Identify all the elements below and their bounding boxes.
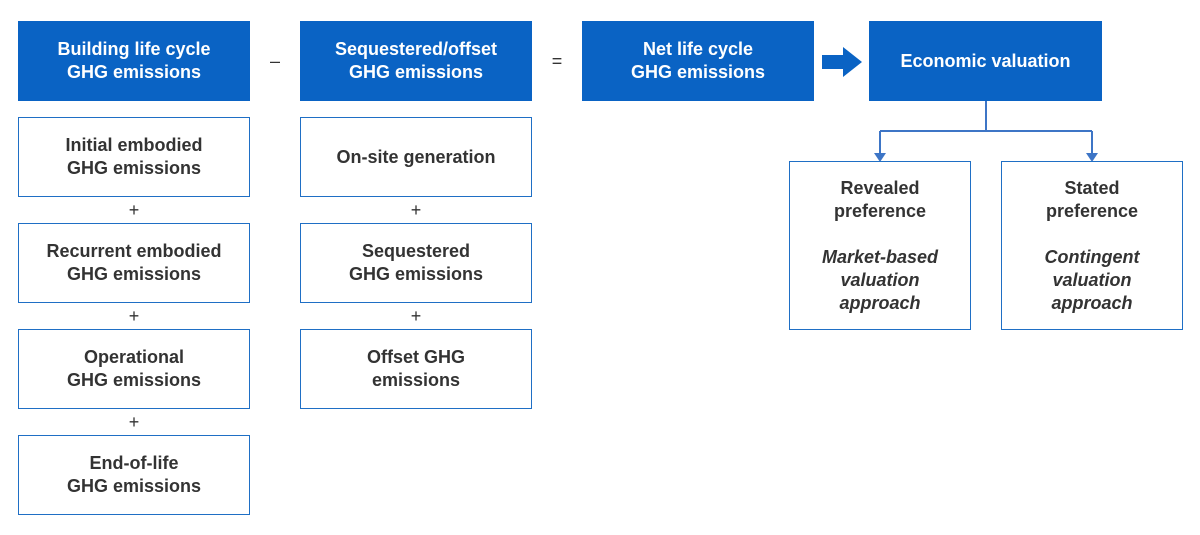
header-economic-line-1: Economic valuation [900,50,1071,71]
header-sequestered-line-2: GHG emissions [348,62,484,82]
revealed-title-line-1: Revealed [840,177,920,198]
arrow-down-icon [874,153,886,162]
stated-title-line-2: preference [1045,200,1139,221]
initial-embodied-line-1: Initial embodied [65,135,203,155]
stated-approach-line-2: valuation [1052,269,1132,290]
recurrent-embodied-box: Recurrent embodied GHG emissions [18,223,250,303]
header-net-life-cycle: Net life cycle GHG emissions [582,21,814,101]
revealed-title-line-2: preference [833,200,927,221]
arrow-right-icon [822,47,862,77]
header-sequestered-line-1: Sequestered/offset [334,39,498,59]
operational-box: Operational GHG emissions [18,329,250,409]
sequestered-box: Sequestered GHG emissions [300,223,532,303]
on-site-generation-box: On-site generation [300,117,532,197]
plus-operator: + [128,200,140,220]
equals-operator: = [551,51,563,71]
header-building-line-1: Building life cycle [57,39,211,59]
offset-line-1: Offset GHG [366,347,465,367]
offset-box: Offset GHG emissions [300,329,532,409]
header-net-line-1: Net life cycle [642,39,754,59]
minus-operator: – [269,51,280,71]
plus-operator: + [410,200,422,220]
stated-preference-box: Stated preference Contingent valuation a… [1001,161,1183,330]
header-building-life-cycle: Building life cycle GHG emissions [18,21,250,101]
plus-operator: + [410,306,422,326]
revealed-preference-box: Revealed preference Market-based valuati… [789,161,971,330]
recurrent-embodied-line-1: Recurrent embodied [46,241,222,261]
revealed-approach-line-2: valuation [840,269,920,290]
end-of-life-line-1: End-of-life [89,453,179,473]
header-economic-valuation: Economic valuation [869,21,1102,101]
offset-line-2: emissions [371,370,461,390]
header-building-line-2: GHG emissions [66,62,202,82]
operational-line-1: Operational [83,347,185,367]
sequestered-line-1: Sequestered [361,241,471,261]
arrow-down-icon [1086,153,1098,162]
stated-approach-line-3: approach [1051,292,1133,313]
header-net-line-2: GHG emissions [630,62,766,82]
revealed-approach-line-1: Market-based [821,246,939,267]
header-sequestered-offset: Sequestered/offset GHG emissions [300,21,532,101]
plus-operator: + [128,412,140,432]
initial-embodied-line-2: GHG emissions [66,158,202,178]
end-of-life-line-2: GHG emissions [66,476,202,496]
sequestered-line-2: GHG emissions [348,264,484,284]
operational-line-2: GHG emissions [66,370,202,390]
on-site-generation-line-1: On-site generation [336,146,496,167]
plus-operator: + [128,306,140,326]
tree-connector [879,101,1093,155]
recurrent-embodied-line-2: GHG emissions [66,264,202,284]
revealed-approach-line-3: approach [839,292,921,313]
stated-title-line-1: Stated [1064,177,1120,198]
initial-embodied-box: Initial embodied GHG emissions [18,117,250,197]
stated-approach-line-1: Contingent [1044,246,1140,267]
end-of-life-box: End-of-life GHG emissions [18,435,250,515]
